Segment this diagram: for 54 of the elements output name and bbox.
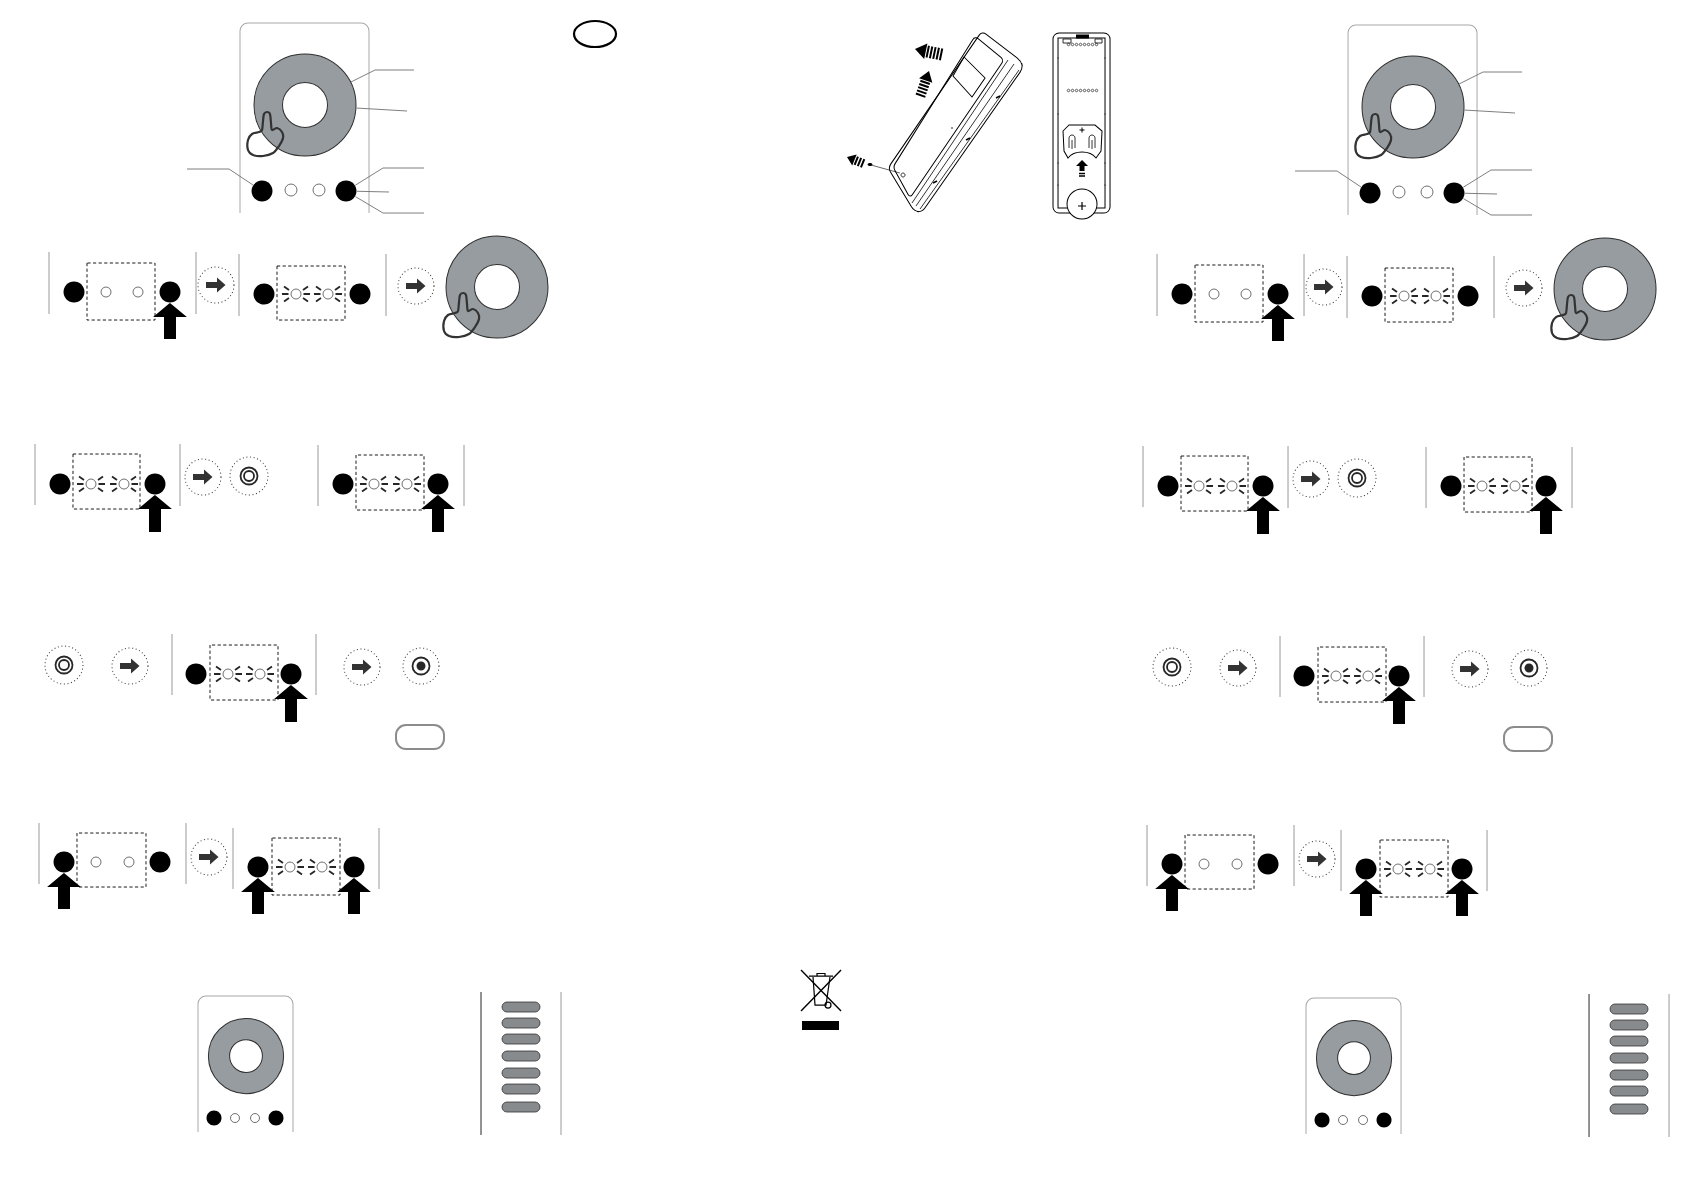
push-button bbox=[1443, 182, 1465, 204]
push-button bbox=[268, 1110, 284, 1126]
leader-line bbox=[1462, 198, 1533, 216]
push-button bbox=[1252, 475, 1274, 497]
push-button bbox=[53, 851, 75, 873]
push-button bbox=[1457, 285, 1479, 307]
push-button bbox=[1157, 475, 1179, 497]
push-button bbox=[253, 283, 275, 305]
touch-ring bbox=[1361, 55, 1465, 159]
push-button bbox=[49, 473, 71, 495]
push-button bbox=[1171, 283, 1193, 305]
leader-line bbox=[1462, 169, 1533, 188]
push-button bbox=[280, 663, 302, 685]
push-button bbox=[1267, 283, 1289, 305]
push-button bbox=[335, 180, 357, 202]
push-button bbox=[1440, 475, 1462, 497]
push-button bbox=[1161, 853, 1183, 875]
push-button bbox=[63, 281, 85, 303]
push-button bbox=[343, 856, 365, 878]
push-button bbox=[1535, 475, 1557, 497]
touch-ring bbox=[253, 53, 357, 157]
leader-line bbox=[355, 107, 408, 112]
leader-line bbox=[1464, 109, 1516, 114]
push-button bbox=[1293, 665, 1315, 687]
push-button bbox=[159, 281, 181, 303]
push-button bbox=[1361, 285, 1383, 307]
push-button bbox=[1359, 182, 1381, 204]
push-button bbox=[1388, 665, 1410, 687]
push-button bbox=[1451, 858, 1473, 880]
push-button bbox=[1314, 1112, 1330, 1128]
push-button bbox=[251, 180, 273, 202]
leader-line bbox=[356, 190, 390, 193]
touch-ring bbox=[1315, 1019, 1393, 1097]
touch-ring bbox=[1553, 237, 1657, 341]
leader-line bbox=[1464, 192, 1498, 195]
push-button bbox=[149, 851, 171, 873]
push-button bbox=[332, 473, 354, 495]
leader-line bbox=[350, 69, 415, 83]
push-button bbox=[185, 663, 207, 685]
push-button bbox=[427, 473, 449, 495]
leader-line bbox=[1294, 170, 1362, 188]
touch-ring bbox=[445, 235, 549, 339]
push-button bbox=[1376, 1112, 1392, 1128]
leader-line bbox=[186, 168, 254, 186]
push-button bbox=[144, 473, 166, 495]
leader-line bbox=[354, 167, 425, 186]
leader-line bbox=[1458, 71, 1523, 85]
push-button bbox=[1257, 853, 1279, 875]
push-button bbox=[349, 283, 371, 305]
push-button bbox=[1355, 858, 1377, 880]
push-button bbox=[247, 856, 269, 878]
leader-line bbox=[354, 196, 425, 214]
push-button bbox=[206, 1110, 222, 1126]
touch-ring bbox=[207, 1017, 285, 1095]
